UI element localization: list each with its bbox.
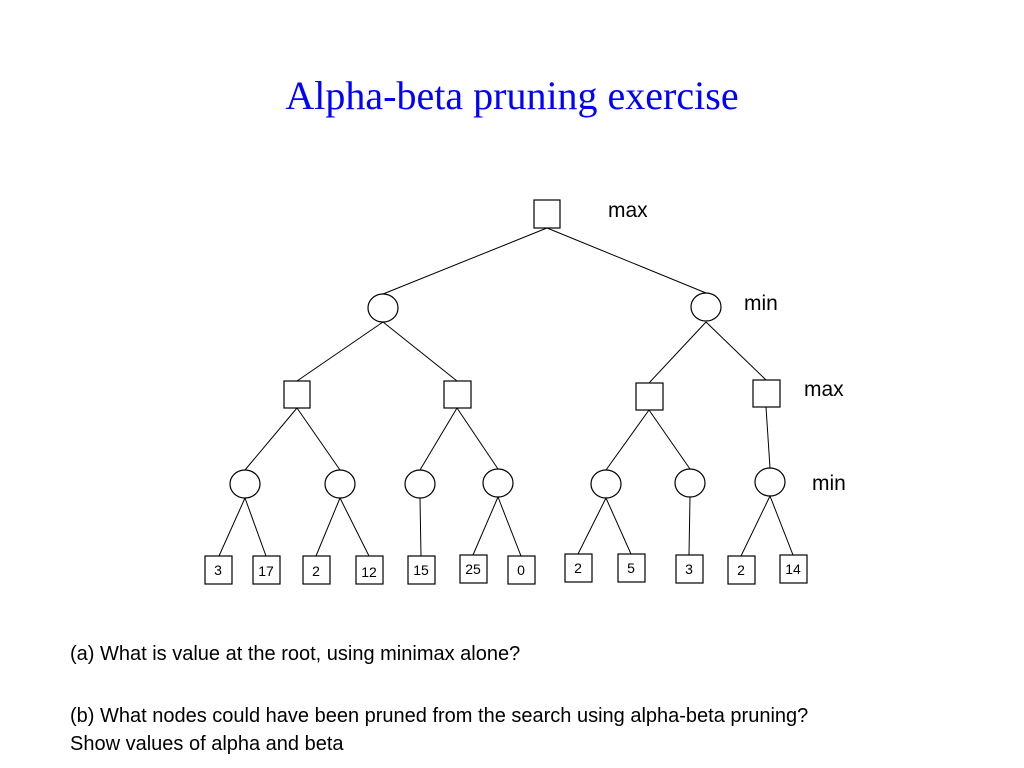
edge [419, 407, 458, 471]
max-node [635, 382, 664, 411]
leaf-value: 3 [214, 562, 222, 578]
leaf-node [355, 555, 384, 585]
slide-title: Alpha-beta pruning exercise [285, 73, 739, 118]
leaf-node [727, 555, 756, 585]
leaf-node [779, 554, 808, 584]
edge [740, 495, 771, 557]
edge [577, 497, 607, 555]
edge [339, 497, 370, 557]
leaf-node [564, 553, 593, 583]
max-node [443, 380, 472, 409]
leaf-value: 15 [413, 562, 429, 578]
min-node [229, 469, 261, 499]
leaf-node [204, 555, 233, 585]
edge [769, 495, 794, 556]
level-label-min: min [744, 292, 778, 315]
leaf-value: 12 [361, 564, 377, 580]
leaf-value: 2 [737, 562, 745, 578]
edge [244, 407, 298, 471]
edge [648, 321, 707, 384]
edge [296, 407, 341, 471]
leaf-node [617, 553, 646, 583]
edge [218, 497, 246, 557]
leaf-value: 3 [685, 561, 693, 577]
edge [244, 497, 267, 557]
max-node [283, 380, 311, 409]
leaf-node [675, 554, 704, 584]
leaf-value: 17 [258, 563, 274, 579]
leaf-node [459, 554, 488, 584]
edge [456, 407, 499, 470]
edge [546, 227, 707, 294]
leaf-value: 5 [627, 560, 635, 576]
min-node [367, 293, 399, 323]
level-label-max: max [804, 378, 844, 401]
edge [648, 409, 691, 470]
edge [497, 496, 522, 557]
level-label-min: min [812, 472, 846, 495]
leaf-node [252, 555, 281, 585]
edge [472, 496, 499, 556]
question-b-continued: Show values of alpha and beta [70, 733, 344, 755]
edge [296, 321, 384, 382]
leaf-nodes: 3 17 2 12 15 25 0 2 5 3 2 14 [204, 553, 808, 585]
min-node [590, 469, 622, 499]
edge [419, 497, 422, 557]
level-label-max: max [608, 199, 648, 222]
question-b: (b) What nodes could have been pruned fr… [70, 705, 809, 727]
leaf-value: 2 [312, 563, 320, 579]
leaf-node [507, 555, 536, 585]
edge [688, 496, 691, 556]
min-node [674, 468, 706, 498]
min-node [404, 469, 436, 499]
edge [765, 406, 771, 469]
question-a: (a) What is value at the root, using min… [70, 643, 521, 665]
leaf-value: 25 [465, 561, 481, 577]
edge [705, 321, 767, 381]
tree-edges [218, 227, 794, 557]
edge [382, 227, 548, 295]
leaf-value: 2 [574, 560, 582, 576]
min-node [482, 468, 514, 498]
edge [315, 497, 341, 557]
leaf-node [302, 555, 331, 585]
leaf-node [407, 555, 436, 585]
leaf-value: 14 [785, 561, 801, 577]
min-node [324, 469, 356, 499]
min-node [690, 292, 722, 322]
edge [605, 409, 650, 471]
edge [605, 497, 632, 555]
min-node [754, 467, 786, 497]
max-node [752, 379, 781, 408]
max-node-root [533, 199, 561, 229]
leaf-value: 0 [517, 562, 525, 578]
edge [382, 321, 458, 382]
